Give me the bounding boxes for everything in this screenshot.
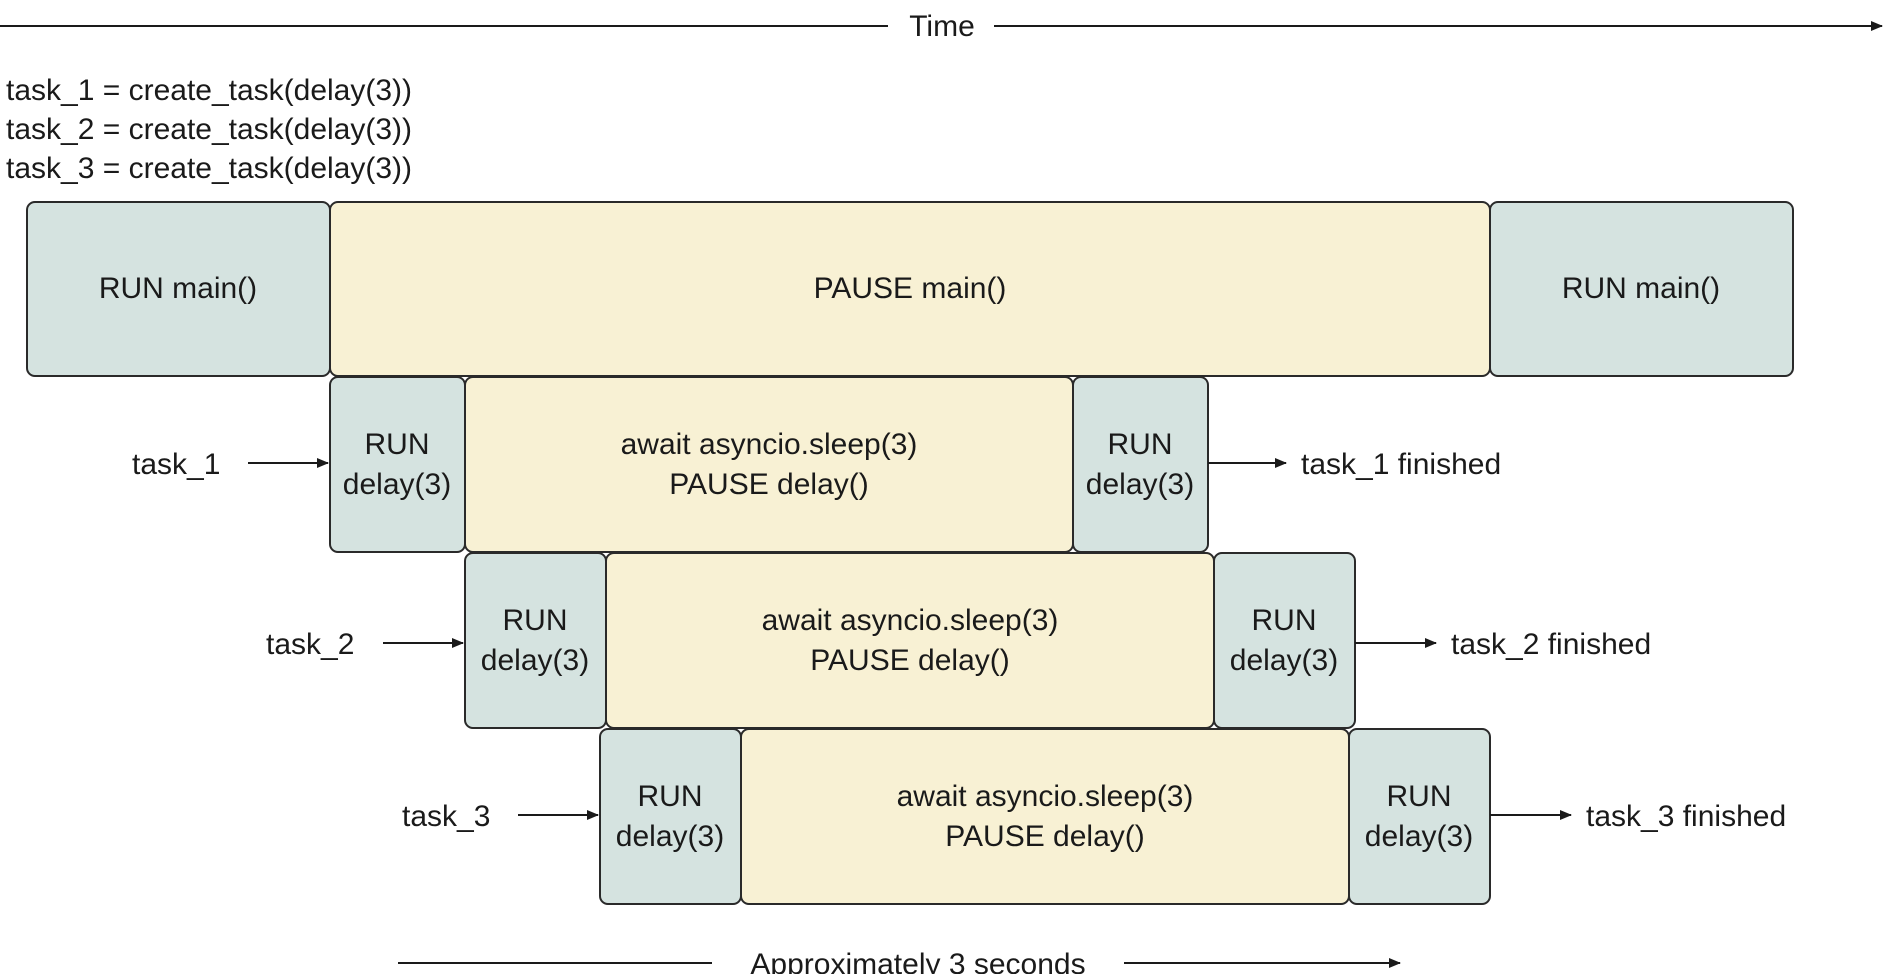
task-2-pause-line2: PAUSE delay() bbox=[810, 644, 1010, 677]
task-1-run-start-box bbox=[329, 376, 466, 553]
task-3-run-end-line2: delay(3) bbox=[1365, 820, 1473, 853]
task-3-run-end-line1: RUN bbox=[1387, 780, 1452, 813]
task-3-run-start-box bbox=[599, 728, 742, 905]
task-1-name: task_1 bbox=[132, 448, 220, 481]
duration-label: Approximately 3 seconds bbox=[750, 948, 1085, 974]
code-line-1: task_1 = create_task(delay(3)) bbox=[6, 74, 412, 107]
task-2-run-start-line1: RUN bbox=[503, 604, 568, 637]
task-1-run-start-line2: delay(3) bbox=[343, 468, 451, 501]
task-3-run-end-box bbox=[1348, 728, 1491, 905]
task-2-pause-box bbox=[605, 552, 1215, 729]
task-3-run-start-line2: delay(3) bbox=[616, 820, 724, 853]
task-3-pause-line2: PAUSE delay() bbox=[945, 820, 1145, 853]
code-line-2: task_2 = create_task(delay(3)) bbox=[6, 113, 412, 146]
task-3-name: task_3 bbox=[402, 800, 490, 833]
time-axis: Time bbox=[0, 10, 1883, 43]
task-1-run-start-line1: RUN bbox=[365, 428, 430, 461]
task-2-pause-line1: await asyncio.sleep(3) bbox=[762, 604, 1059, 637]
main-run-end-label: RUN main() bbox=[1562, 272, 1720, 305]
time-axis-label: Time bbox=[909, 10, 975, 43]
task-2-run-start-box bbox=[464, 552, 607, 729]
task-1-run-end-line2: delay(3) bbox=[1086, 468, 1194, 501]
code-block: task_1 = create_task(delay(3)) task_2 = … bbox=[6, 74, 412, 185]
code-line-3: task_3 = create_task(delay(3)) bbox=[6, 152, 412, 185]
main-run-end-box bbox=[1489, 201, 1794, 377]
task-1-run-end-line1: RUN bbox=[1108, 428, 1173, 461]
task-3-pause-box bbox=[740, 728, 1350, 905]
main-pause-label: PAUSE main() bbox=[814, 272, 1007, 305]
task-2-run-end-box bbox=[1213, 552, 1356, 729]
task-row-3: task_3 RUN delay(3) await asyncio.sleep(… bbox=[402, 728, 1786, 905]
task-3-finished-label: task_3 finished bbox=[1586, 800, 1786, 833]
task-2-run-start-line2: delay(3) bbox=[481, 644, 589, 677]
task-1-finished-label: task_1 finished bbox=[1301, 448, 1501, 481]
task-2-run-end-line2: delay(3) bbox=[1230, 644, 1338, 677]
duration-indicator: Approximately 3 seconds bbox=[398, 948, 1401, 974]
task-3-run-start-line1: RUN bbox=[638, 780, 703, 813]
task-2-run-end-line1: RUN bbox=[1252, 604, 1317, 637]
main-row: RUN main() PAUSE main() RUN main() bbox=[26, 201, 1794, 377]
task-2-name: task_2 bbox=[266, 628, 354, 661]
task-row-2: task_2 RUN delay(3) await asyncio.sleep(… bbox=[266, 552, 1651, 729]
task-1-pause-line1: await asyncio.sleep(3) bbox=[621, 428, 918, 461]
task-1-pause-line2: PAUSE delay() bbox=[669, 468, 869, 501]
task-1-run-end-box bbox=[1072, 376, 1209, 553]
main-run-start-label: RUN main() bbox=[99, 272, 257, 305]
task-row-1: task_1 RUN delay(3) await asyncio.sleep(… bbox=[132, 376, 1501, 553]
task-2-finished-label: task_2 finished bbox=[1451, 628, 1651, 661]
task-1-pause-box bbox=[464, 376, 1074, 553]
task-3-pause-line1: await asyncio.sleep(3) bbox=[897, 780, 1194, 813]
